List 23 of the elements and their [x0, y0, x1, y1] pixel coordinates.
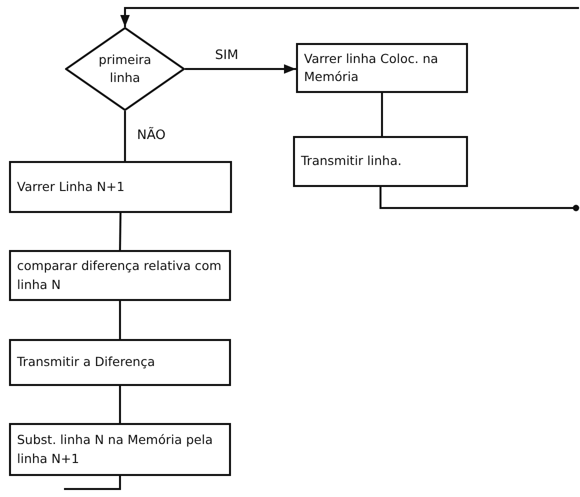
connector: [381, 93, 383, 136]
connector: [64, 476, 121, 490]
node-label: Transmitir a Diferença: [17, 353, 156, 372]
node-label: comparar diferença relativa com linha N: [17, 257, 222, 294]
connector: [119, 301, 121, 339]
connector: [124, 111, 126, 161]
process-box: [9, 423, 231, 476]
process-box: [9, 250, 231, 301]
process-box: [9, 339, 231, 386]
node-label: Transmitir linha.: [301, 152, 402, 170]
connector: [120, 7, 579, 27]
node-label: primeira linha: [98, 50, 152, 87]
connector: [380, 187, 580, 212]
connector: [119, 386, 121, 423]
process-box: [296, 43, 468, 93]
decision-diamond: [65, 27, 185, 111]
connector: [185, 64, 296, 74]
node-label: Varrer linha Coloc. na Memória: [304, 50, 440, 86]
node-label: Subst. linha N na Memória pela linha N+1: [17, 431, 214, 468]
process-box: [9, 161, 232, 213]
process-box: [293, 136, 468, 187]
connector: [119, 212, 122, 250]
node-label: Varrer Linha N+1: [17, 178, 125, 196]
